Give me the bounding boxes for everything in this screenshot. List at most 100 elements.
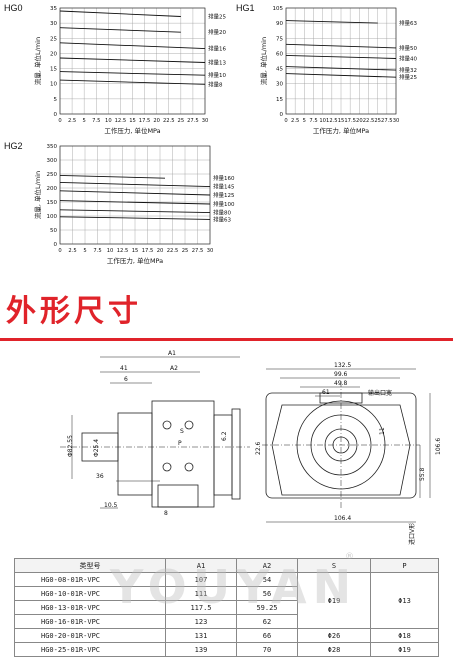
x-tick-label: 20 [157,248,164,254]
label-inlet: 进口V形 [408,523,416,545]
x-tick-label: 10 [105,118,112,124]
dim-132-5: 132.5 [334,362,351,369]
x-tick-label: 0 [284,118,287,124]
y-tick-label: 300 [47,158,58,164]
cell-a2: 66 [236,628,298,643]
x-tick-label: 12.5 [115,118,127,124]
y-tick-label: 105 [273,6,284,12]
header-model: 类型号 [14,558,166,573]
cell-a1: 123 [165,614,237,629]
chart-title-hg2: HG2 [4,141,23,151]
x-tick-label: 12.5 [326,118,338,124]
y-tick-label: 20 [50,51,57,57]
cell-a1: 107 [165,572,237,587]
dim-106-4: 106.4 [334,515,351,522]
x-tick-label: 15 [338,118,345,124]
cell-s-merged: Φ19 [297,572,371,629]
x-tick-label: 5 [83,118,86,124]
x-tick-label: 27.5 [187,118,199,124]
spec-table: 类型号 A1 A2 S P HG0-08-01R-VPC 107 54 Φ19 … [14,558,439,657]
header-p: P [370,558,439,573]
cell-p: Φ18 [370,628,439,643]
y-tick-label: 0 [280,112,284,118]
x-tick-label: 5 [303,118,306,124]
dim-p: P [178,440,182,447]
table-row: HG0-20-01R-VPC 131 66 Φ26 Φ18 [14,628,439,643]
x-tick-label: 10 [107,248,114,254]
chart-title-hg1: HG1 [236,3,255,13]
dim-55-8: 55.8 [419,467,426,481]
header-a2: A2 [236,558,298,573]
dim-36: 36 [96,473,104,480]
dim-s: S [180,428,184,435]
cell-model: HG0-10-01R-VPC [14,586,166,601]
y-tick-label: 50 [50,228,57,234]
header-s: S [297,558,371,573]
x-tick-label: 0 [58,118,61,124]
cell-model: HG0-16-01R-VPC [14,614,166,629]
y-axis-label: 流量, 单位L/min [259,37,268,85]
dim-49-8: 49.8 [334,380,348,387]
x-tick-label: 17.5 [142,248,154,254]
y-tick-label: 0 [54,112,58,118]
series-label: 排量8 [208,80,223,88]
dim-6: 6 [124,376,128,383]
series-line [59,190,211,196]
chart-title-hg0: HG0 [4,3,23,13]
table-row: HG0-16-01R-VPC 123 62 [14,614,439,629]
x-axis-label: 工作压力, 单位MPa [313,126,369,135]
cell-model: HG0-08-01R-VPC [14,572,166,587]
dim-6-2: 6.2 [221,431,228,441]
x-tick-label: 20 [356,118,363,124]
cell-a1: 117.5 [165,600,237,615]
y-axis-label: 流量, 单位L/min [33,171,42,219]
series-line [59,42,206,50]
y-tick-label: 60 [276,51,283,57]
series-label: 排量50 [399,44,417,52]
series-label: 排量100 [213,200,235,208]
y-tick-label: 75 [276,36,283,42]
dim-10-5: 10.5 [104,502,118,509]
series-label: 排量63 [399,19,417,27]
y-tick-label: 100 [47,214,58,220]
series-label: 排量25 [208,12,226,20]
y-tick-label: 200 [47,186,58,192]
x-tick-label: 7.5 [93,248,101,254]
series-label: 排量63 [213,215,231,223]
y-tick-label: 15 [276,97,283,103]
cell-s: Φ28 [297,642,371,657]
section-divider [0,338,453,341]
dimension-lines [71,356,431,523]
y-tick-label: 35 [50,6,57,12]
x-tick-label: 0 [58,248,61,254]
series-label: 排量16 [208,45,226,53]
y-tick-label: 15 [50,67,57,73]
registered-mark-icon: ® [345,552,354,562]
cell-a1: 111 [165,586,237,601]
cell-a1: 131 [165,628,237,643]
cell-a1: 139 [165,642,237,657]
plot-frame [59,7,206,115]
cell-s: Φ26 [297,628,371,643]
series-label: 排量145 [213,183,235,191]
series-label: 排量25 [399,73,417,81]
y-tick-label: 45 [276,67,283,73]
series-line [59,216,211,220]
x-tick-label: 30 [393,118,400,124]
series-line [285,20,378,24]
y-tick-label: 250 [47,172,58,178]
dimension-labels: A1 41 A2 6 Φ82.55 Φ25.4 36 10.5 8 S P 6.… [67,350,442,545]
series-line [59,57,206,63]
x-tick-label: 27.5 [381,118,393,124]
x-axis-label: 工作压力, 单位MPa [107,256,163,265]
series-line [59,174,166,179]
series-label: 排量80 [213,209,231,217]
y-axis-label: 流量, 单位L/min [33,37,42,85]
cell-model: HG0-13-01R-VPC [14,600,166,615]
series-line [59,200,211,205]
series-line [285,73,397,78]
series-label: 排量125 [213,191,235,199]
x-tick-label: 20 [153,118,160,124]
series-line [59,71,206,76]
series-label: 排量40 [399,54,417,62]
